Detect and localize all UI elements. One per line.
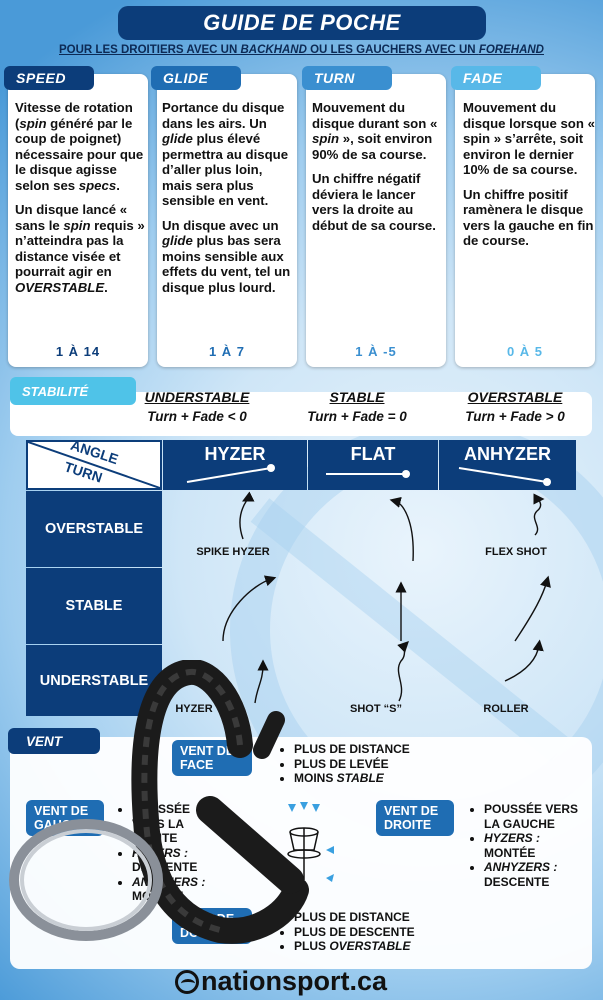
glide-description: Portance du disque dans les airs. Un gli… <box>162 100 291 295</box>
path-flex-shot <box>533 493 545 536</box>
turn-header: TURN <box>302 66 392 90</box>
flight-paths <box>222 491 551 704</box>
corner-divider-icon <box>28 442 160 488</box>
row-understable: UNDERSTABLE <box>26 645 162 716</box>
speed-header: SPEED <box>4 66 94 90</box>
glide-header: GLIDE <box>151 66 241 90</box>
label-spike-hyzer: SPIKE HYZER <box>196 546 270 558</box>
fade-range: 0 À 5 <box>506 344 544 359</box>
basket-icon <box>287 802 334 882</box>
wind-header: VENT <box>8 728 100 754</box>
label-shot-s: SHOT “S” <box>350 703 402 715</box>
brand-logo[interactable]: nationsport.ca <box>175 966 387 997</box>
wind-right-label: VENT DE DROITE <box>376 800 454 836</box>
glide-card <box>157 74 297 367</box>
wind-back-list: PLUS DE DISTANCEPLUS DE DESCENTEPLUS OVE… <box>280 910 415 954</box>
anhyzer-angle-icon <box>458 467 551 486</box>
page-subtitle: POUR LES DROITIERS AVEC UN BACKHAND OU L… <box>59 44 544 56</box>
col-anhyzer: ANHYZER <box>439 440 576 490</box>
label-roller: ROLLER <box>483 703 529 715</box>
speed-description: Vitesse de rotation (spin généré par le … <box>15 100 145 295</box>
grid-corner: ANGLE TURN <box>26 437 162 490</box>
page-title: GUIDE DE POCHE <box>118 6 486 40</box>
flight-grid: ANGLE TURN HYZER FLAT ANHYZER OVERSTABLE… <box>26 437 576 716</box>
stability-header: STABILITÉ <box>10 377 136 405</box>
flat-angle-icon <box>326 470 410 478</box>
brand-logo-text: nationsport.ca <box>201 966 388 996</box>
row-stable: STABLE <box>26 568 162 644</box>
carabiner-keyring-icon <box>9 660 309 944</box>
disc-ball-icon <box>175 969 199 994</box>
turn-range: 1 À -5 <box>355 344 397 359</box>
label-flex-shot: FLEX SHOT <box>485 546 547 558</box>
wind-face-list: PLUS DE DISTANCEPLUS DE LEVÉEMOINS STABL… <box>280 742 410 786</box>
path-spike-hyzer <box>239 491 255 540</box>
label-hyzer: HYZER <box>175 703 213 715</box>
col-flat: FLAT <box>308 440 438 490</box>
hyzer-angle-icon <box>186 464 275 483</box>
turn-card <box>306 74 446 367</box>
wind-right-list: POUSSÉE VERS LA GAUCHE HYZERS : MONTÉE A… <box>470 802 580 889</box>
fade-description: Mouvement du disque lorsque son « spin »… <box>463 100 595 248</box>
path-shot-s <box>397 641 409 702</box>
turn-description: Mouvement du disque durant son « spin »,… <box>312 100 438 233</box>
glide-range: 1 À 7 <box>208 344 246 359</box>
fade-header: FADE <box>451 66 541 90</box>
row-overstable: OVERSTABLE <box>26 491 162 567</box>
col-hyzer: HYZER <box>163 440 307 490</box>
speed-card <box>8 74 148 367</box>
fade-card <box>455 74 595 367</box>
speed-range: 1 À 14 <box>55 344 101 359</box>
